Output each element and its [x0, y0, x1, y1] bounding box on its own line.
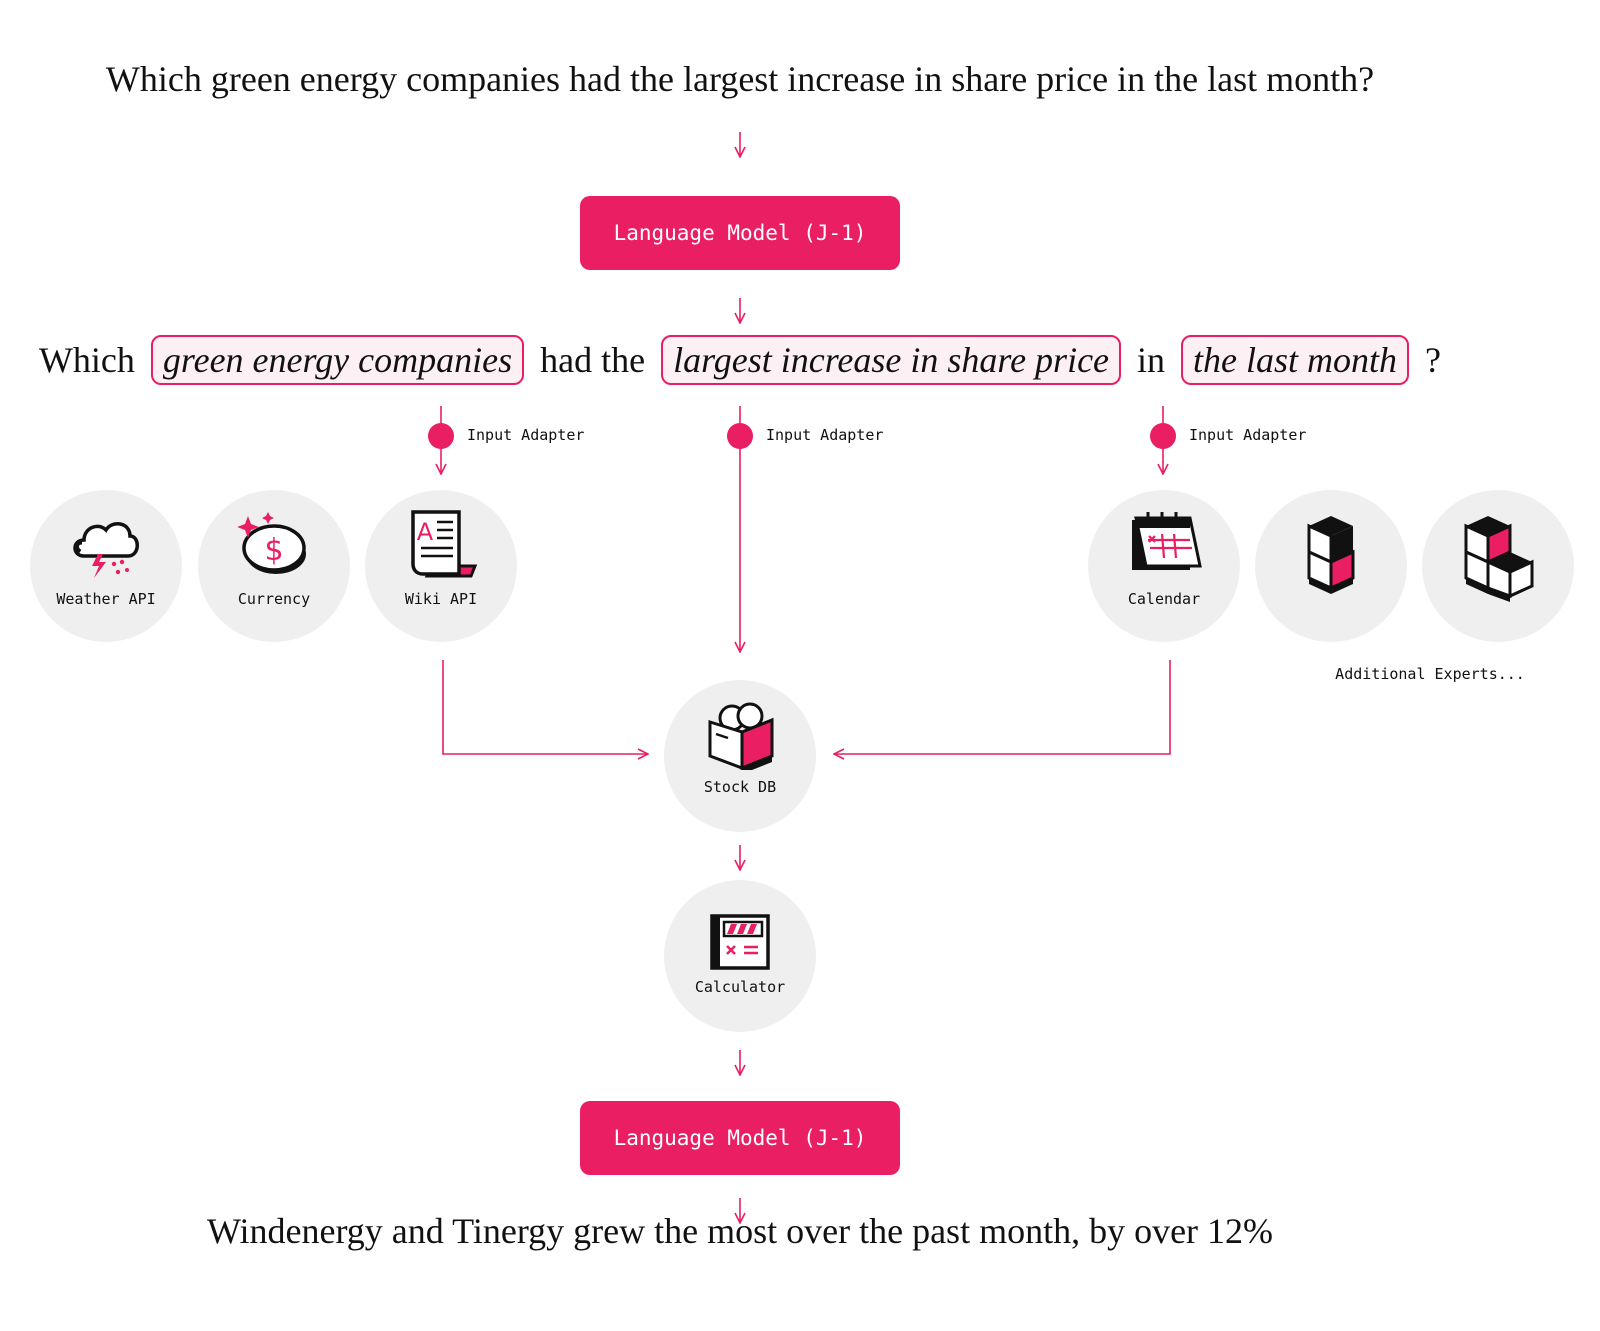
svg-text:$: $ — [264, 533, 283, 568]
adapter-dot-right — [1150, 423, 1176, 449]
expert-label-currency: Currency — [237, 590, 311, 608]
expert-label-calendar: Calendar — [1127, 590, 1201, 608]
expert-additional-two — [1422, 490, 1574, 642]
calendar-icon — [1132, 512, 1202, 570]
query-word-which: Which — [38, 340, 135, 380]
input-adapter-label-center: Input Adapter — [766, 426, 884, 444]
cubes-icon — [1307, 516, 1355, 594]
parsed-query: Which green energy companies had the lar… — [0, 334, 1480, 386]
svg-text:A: A — [417, 518, 434, 546]
expert-label-stock-db: Stock DB — [703, 778, 777, 796]
cloud-lightning-icon — [73, 522, 139, 578]
coin-icon: $ — [238, 512, 306, 574]
entity-chip-companies: green energy companies — [150, 335, 525, 385]
query-word-in: in — [1137, 340, 1166, 380]
adapter-dot-center — [727, 423, 753, 449]
expert-label-calculator: Calculator — [694, 978, 786, 996]
entity-chip-metric: largest increase in share price — [661, 335, 1122, 385]
language-model-box-top: Language Model (J-1) — [580, 196, 900, 270]
expert-currency: $ Currency — [198, 490, 350, 642]
language-model-label: Language Model (J-1) — [613, 221, 867, 245]
language-model-box-bottom: Language Model (J-1) — [580, 1101, 900, 1175]
question-text: Which green energy companies had the lar… — [105, 59, 1375, 99]
expert-calculator: Calculator — [664, 880, 816, 1032]
expert-calendar: Calendar — [1088, 490, 1240, 642]
language-model-label-bottom: Language Model (J-1) — [613, 1126, 867, 1150]
elbow-wiki-to-stock — [442, 660, 648, 754]
input-adapter-label-right: Input Adapter — [1189, 426, 1307, 444]
query-word-question-mark: ? — [1425, 340, 1442, 380]
expert-wiki: A Wiki API — [365, 490, 517, 642]
adapter-dot-left — [428, 423, 454, 449]
document-icon: A — [411, 510, 478, 578]
box-icon — [708, 702, 774, 770]
query-word-had-the: had the — [540, 340, 646, 380]
expert-additional-one — [1255, 490, 1407, 642]
expert-label-wiki: Wiki API — [404, 590, 478, 608]
answer-text: Windenergy and Tinergy grew the most ove… — [206, 1211, 1274, 1251]
expert-stock-db: Stock DB — [664, 680, 816, 832]
additional-experts-label: Additional Experts... — [1335, 665, 1525, 683]
entity-chip-timeframe: the last month — [1181, 335, 1410, 385]
input-adapter-label-left: Input Adapter — [467, 426, 585, 444]
calculator-icon — [710, 914, 770, 970]
expert-label-weather: Weather API — [56, 590, 156, 608]
elbow-calendar-to-stock — [834, 660, 1171, 754]
expert-weather: Weather API — [30, 490, 182, 642]
cubes-icon — [1464, 516, 1534, 602]
